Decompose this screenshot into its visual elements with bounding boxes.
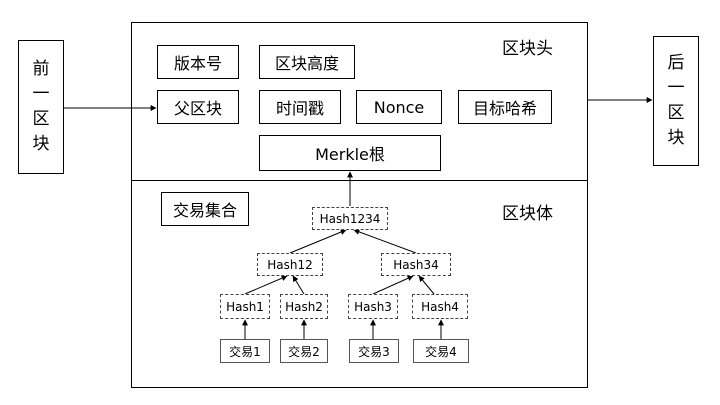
transaction-4: 交易4 [413,339,469,363]
block-header-title: 区块头 [502,39,553,59]
transaction-1: 交易1 [220,339,270,363]
next-block-char: 区 [667,103,685,123]
merkle-node-hash4: Hash4 [412,294,468,319]
next-block-char: 一 [667,78,685,98]
header-body-divider [131,180,588,181]
transaction-3: 交易3 [349,339,399,363]
prev-block-char: 块 [32,134,50,154]
timestamp-field: 时间戳 [259,90,341,124]
merkle-node-hash1: Hash1 [220,294,270,319]
merkle-node-hash34: Hash34 [381,253,451,276]
parent-block-field: 父区块 [157,90,239,124]
tx-set-label: 交易集合 [161,192,249,226]
merkle-node-hash3: Hash3 [348,294,398,319]
target-hash-field: 目标哈希 [458,90,552,124]
prev-block-char: 区 [32,109,50,129]
block-body-title: 区块体 [502,204,553,224]
merkle-node-root: Hash1234 [312,207,388,230]
merkle-root-field: Merkle根 [259,135,441,171]
next-block-char: 后 [667,53,685,73]
merkle-node-hash2: Hash2 [280,294,328,319]
prev-block-char: 前 [32,59,50,79]
next-block-char: 块 [667,128,685,148]
prev-block: 前 一 区 块 [18,40,64,174]
version-field: 版本号 [157,45,239,79]
merkle-node-hash12: Hash12 [257,253,323,276]
next-block: 后 一 区 块 [653,36,699,166]
block-frame [131,22,588,388]
prev-block-char: 一 [32,84,50,104]
transaction-2: 交易2 [280,339,328,363]
nonce-field: Nonce [356,90,442,124]
block-height-field: 区块高度 [259,45,355,79]
